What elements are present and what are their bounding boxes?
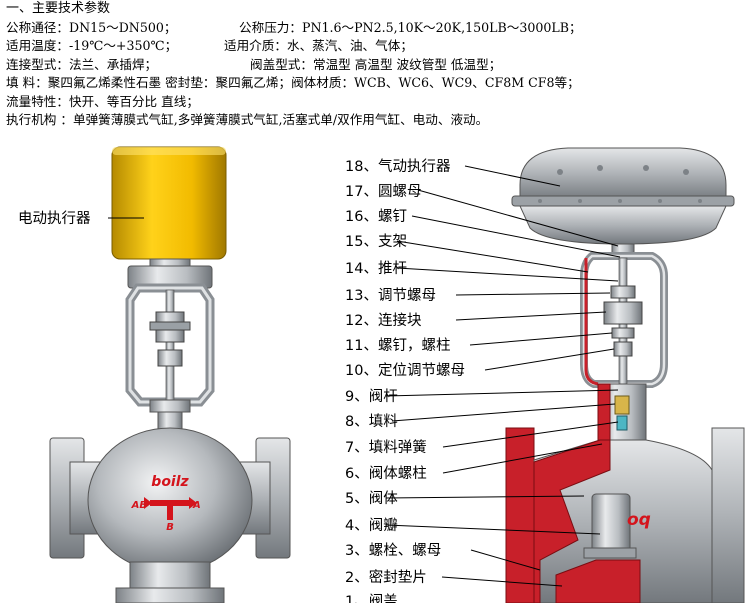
electric-actuator-housing — [111, 146, 227, 260]
spec-flow: 流量特性：快开、等百分比 直线； — [6, 93, 199, 109]
pneumatic-actuator — [519, 147, 727, 201]
part-label-6: 6、阀体螺柱 — [345, 465, 427, 482]
spec-title: 一、主要技术参数 — [6, 1, 111, 16]
spec-block: 一、主要技术参数 公称通径：DN15～DN500； 公称压力：PN1.6～PN2.… — [6, 0, 746, 130]
part-label-9: 9、阀杆 — [345, 388, 398, 405]
part-label-12: 12、连接块 — [345, 312, 422, 329]
port-a-label: A — [192, 500, 201, 511]
part-label-4: 4、阀瓣 — [345, 517, 398, 534]
cutaway-right-flange — [711, 427, 745, 603]
part-label-list: 18、气动执行器 17、圆螺母 16、螺钉 15、支架 14、推杆 13、调节螺… — [345, 158, 465, 603]
right-valve — [505, 147, 745, 603]
part-label-16: 16、螺钉 — [345, 208, 407, 225]
part-label-2: 2、密封垫片 — [345, 569, 427, 586]
part-label-11: 11、螺钉，螺柱 — [345, 337, 450, 354]
valve-disc — [591, 493, 631, 555]
part-label-7: 7、填料弹簧 — [345, 439, 427, 456]
spec-row-2: 适用温度：-19℃～+350℃； 适用介质：水、蒸汽、油、气体； — [6, 37, 746, 56]
part-label-13: 13、调节螺母 — [345, 287, 436, 304]
spec-row-3: 连接型式：法兰、承插焊； 阀盖型式：常温型 高温型 波纹管型 低温型； — [6, 56, 746, 75]
spec-actuator: 执行机构 ：单弹簧薄膜式气缸,多弹簧薄膜式气缸,活塞式单/双作用气缸、电动、液动… — [6, 112, 489, 127]
cutaway-left-flange — [505, 427, 535, 603]
electric-actuator-label: 电动执行器 — [18, 210, 91, 227]
part-label-17: 17、圆螺母 — [345, 183, 421, 200]
spec-material: 填 料：聚四氟乙烯柔性石墨 密封垫：聚四氟乙烯；阀体材质：WCB、WC6、WC9… — [6, 75, 580, 90]
part-label-8: 8、填料 — [345, 413, 398, 430]
left-brand-text: boilz — [151, 474, 189, 490]
part-label-18: 18、气动执行器 — [345, 158, 451, 175]
spec-temperature: 适用温度：-19℃～+350℃； — [6, 38, 178, 53]
spec-row-1: 公称通径：DN15～DN500； 公称压力：PN1.6～PN2.5,10K～20K… — [6, 19, 746, 38]
part-label-3: 3、螺栓、螺母 — [345, 542, 441, 559]
cutaway-brand-text: oq — [627, 510, 651, 530]
part-label-14: 14、推杆 — [345, 260, 407, 277]
spec-nominal-pressure: 公称压力：PN1.6～PN2.5,10K～20K,150LB～3000LB； — [239, 19, 582, 35]
part-label-10: 10、定位调节螺母 — [345, 362, 465, 379]
port-b-label: B — [166, 522, 174, 533]
part-label-15: 15、支架 — [345, 233, 407, 250]
port-ab-label: AB — [131, 500, 147, 511]
part-label-1: 1、阀盖 — [345, 593, 398, 603]
leader-lines — [385, 165, 621, 587]
left-valve — [49, 146, 291, 603]
part-label-5: 5、阀体 — [345, 490, 398, 507]
spec-nominal-diameter: 公称通径：DN15～DN500； — [6, 19, 177, 35]
spec-bonnet: 阀盖型式：常温型 高温型 波纹管型 低温型； — [250, 56, 502, 72]
spec-connection: 连接型式：法兰、承插焊； — [6, 56, 158, 72]
spec-medium: 适用介质：水、蒸汽、油、气体； — [224, 38, 413, 53]
